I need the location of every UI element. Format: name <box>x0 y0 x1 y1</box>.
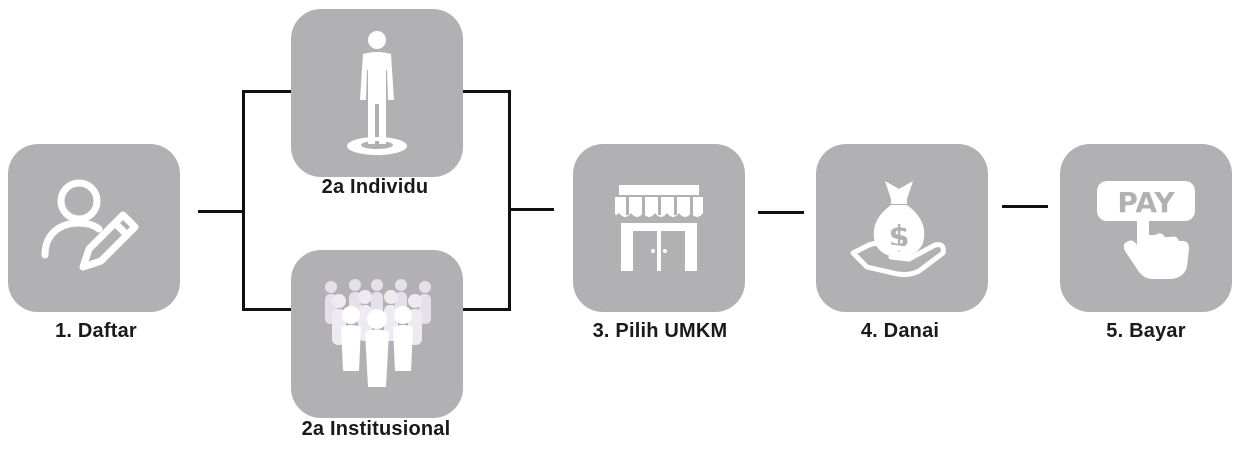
step-daftar-label: 1. Daftar <box>55 320 137 342</box>
user-edit-icon <box>41 179 139 271</box>
step-pilih-umkm-label: 3. Pilih UMKM <box>592 320 728 342</box>
storefront-icon <box>615 185 703 271</box>
step-individu-label: 2a Individu <box>321 176 429 198</box>
connector-daftar-branch <box>198 210 244 213</box>
pay-button-icon: PAY <box>1097 181 1195 279</box>
step-institusional-label: 2a Institusional <box>301 418 451 440</box>
person-standing-icon <box>347 31 407 155</box>
connector-branch-umkm <box>508 208 554 211</box>
step-bayar-label: 5. Bayar <box>1106 320 1186 342</box>
step-individu-tile <box>291 9 463 177</box>
connector-branch-vertical-right <box>508 90 511 311</box>
connector-to-individu <box>242 90 292 93</box>
connector-to-institusional <box>242 308 292 311</box>
connector-from-institusional <box>460 308 510 311</box>
crowd-icon <box>325 279 431 387</box>
step-bayar-tile: PAY <box>1060 144 1232 312</box>
step-institusional-tile <box>291 250 463 418</box>
money-bag-hand-icon: $ <box>850 181 946 278</box>
connector-danai-bayar <box>1002 205 1048 208</box>
step-pilih-umkm-tile <box>573 144 745 312</box>
step-daftar-tile <box>8 144 180 312</box>
connector-umkm-danai <box>758 211 804 214</box>
step-danai-tile: $ <box>816 144 988 312</box>
connector-from-individu <box>460 90 510 93</box>
step-danai-label: 4. Danai <box>860 320 940 342</box>
pay-icon-text: PAY <box>1117 186 1175 219</box>
connector-branch-vertical-left <box>242 90 245 310</box>
